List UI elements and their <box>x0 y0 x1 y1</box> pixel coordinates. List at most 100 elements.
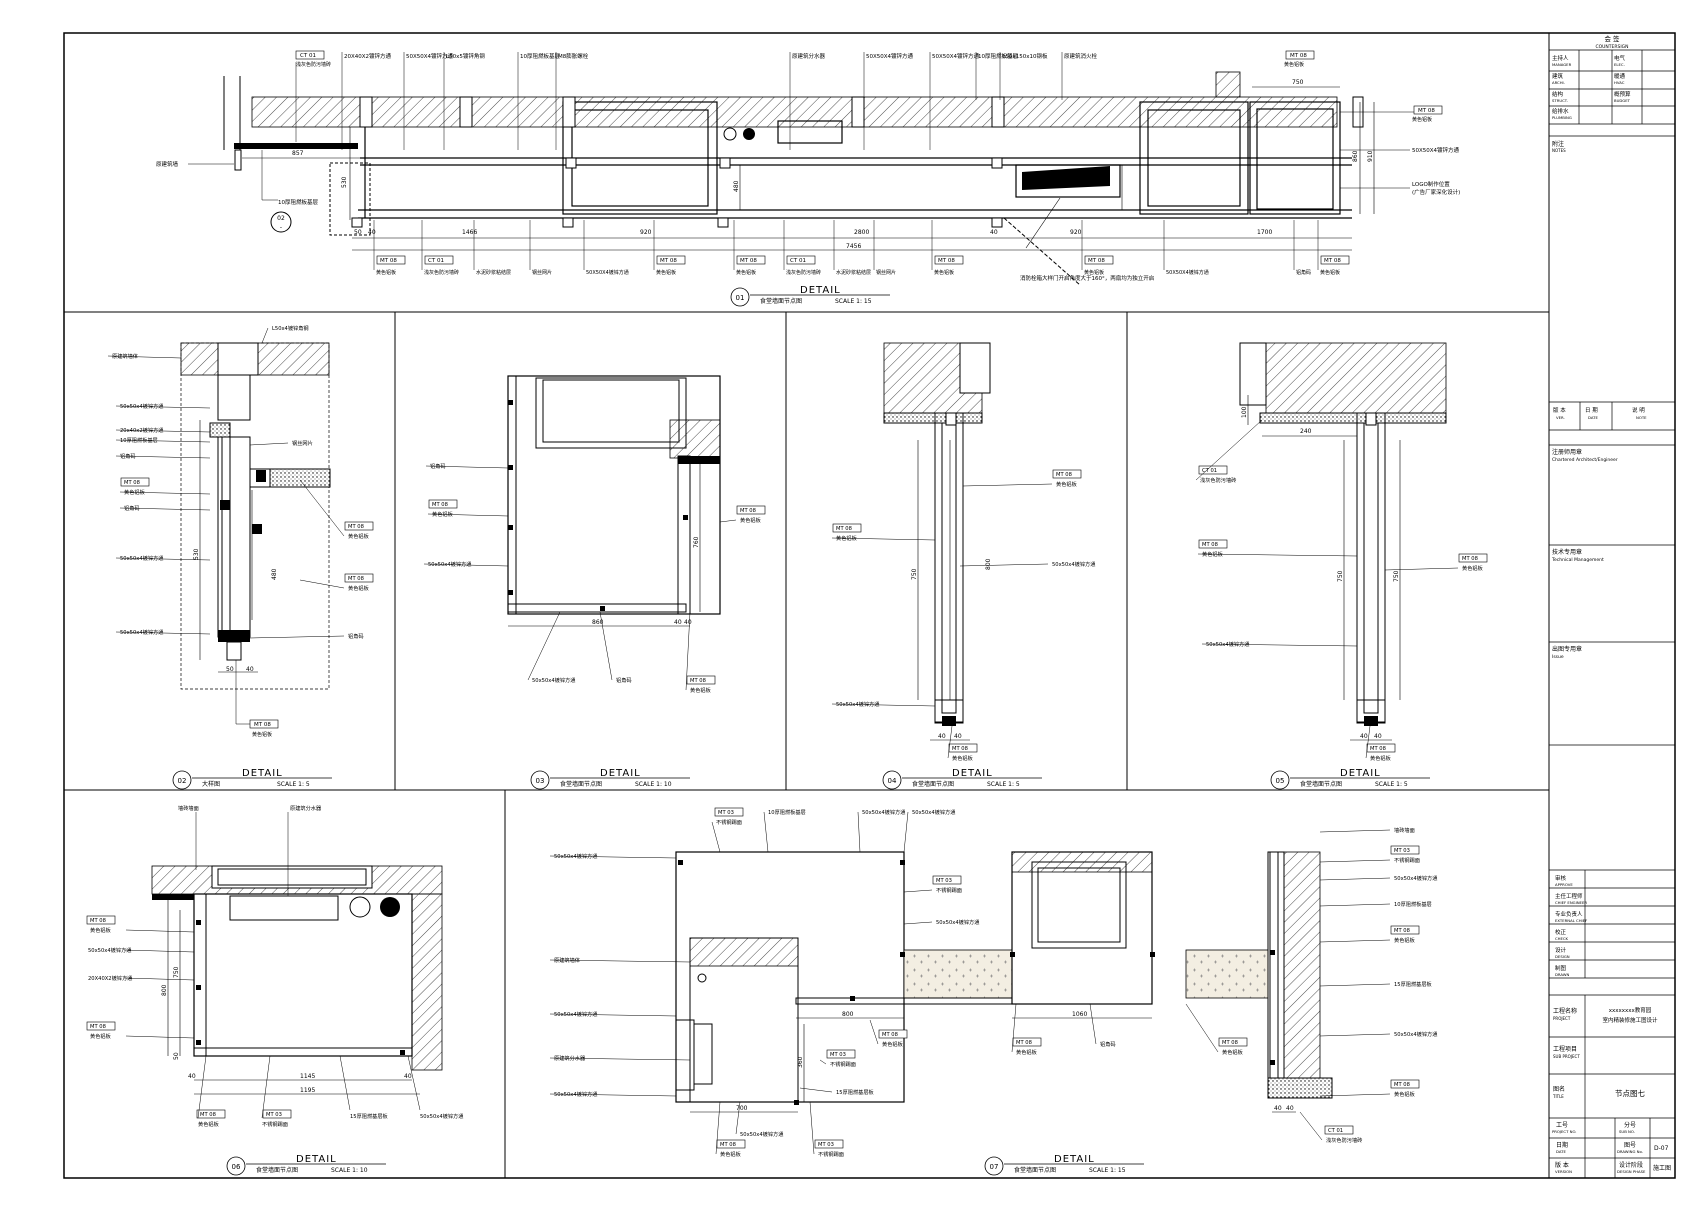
d01-wall-slab <box>251 96 1338 128</box>
drawing-label: APPROVE <box>1555 882 1573 887</box>
tag-mt08: MT 08 <box>1088 258 1105 264</box>
detail-02: 530 480 50 40 原建筑墙体50x50x4镀锌方通20x40x2镀锌方… <box>107 324 374 738</box>
svg-text:240: 240 <box>1300 428 1312 435</box>
drawing-label: 原建筑分水器 <box>290 804 322 812</box>
d01-tag-mt08-top: MT 08 黄色铝板 <box>1284 50 1315 68</box>
svg-text:10厚阻燃板基层: 10厚阻燃板基层 <box>278 198 318 206</box>
drawing-label: 50x50x4镀锌方通 <box>936 918 980 926</box>
drawing-label: CHIEF ENGINEER <box>1555 900 1587 905</box>
svg-text:SUB PROJECT: SUB PROJECT <box>1553 1054 1580 1059</box>
drawing-label: 制图 <box>1555 964 1567 972</box>
svg-text:Technical Management: Technical Management <box>1551 557 1604 563</box>
drawing-label: MT 08 <box>90 1024 106 1030</box>
svg-text:40: 40 <box>1274 1105 1282 1112</box>
title-block: 会 签 COUNTERSIGN 主持人MANAGER电气ELEC.建筑ARCHI… <box>1549 34 1675 1178</box>
svg-text:40: 40 <box>684 619 692 626</box>
svg-text:920: 920 <box>1070 229 1082 236</box>
drawing-label: MT 08 <box>1394 1082 1410 1088</box>
drawing-label: 大样图 <box>202 780 220 788</box>
drawing-label: 黄色铝板 <box>1394 1090 1416 1098</box>
sheet-border <box>63 32 1676 1179</box>
drawing-label: 暖通 <box>1614 72 1626 80</box>
drawing-label: SCALE 1: 10 <box>331 1167 368 1174</box>
svg-text:DATE: DATE <box>1588 415 1598 420</box>
svg-text:40: 40 <box>404 1073 412 1080</box>
svg-text:860: 860 <box>592 619 604 626</box>
svg-text:2800: 2800 <box>854 229 869 236</box>
drawing-label: 铝角码 <box>124 504 140 512</box>
drawing-label: SCALE 1: 5 <box>277 781 310 788</box>
drawing-label: 不锈钢踢面 <box>936 886 962 894</box>
drawing-label: 结构 <box>1552 90 1564 98</box>
svg-text:说 明: 说 明 <box>1632 406 1645 414</box>
tag-mt08: MT 08 <box>938 258 955 264</box>
svg-text:图号: 图号 <box>1624 1142 1636 1149</box>
drawing-label: 黄色铝板 <box>882 1040 904 1048</box>
drawing-label: 黄色铝板 <box>1056 480 1078 488</box>
svg-text:40: 40 <box>188 1073 196 1080</box>
svg-text:360: 360 <box>797 1056 804 1068</box>
drawing-label: ELEC. <box>1614 62 1625 67</box>
drawing-label: 20X40X2镀锌方通 <box>88 974 133 982</box>
drawing-label: DETAIL <box>1054 1154 1095 1165</box>
drawing-label: 黄色铝板 <box>1016 1048 1038 1056</box>
drawing-label: 黄色铝板 <box>1370 754 1392 762</box>
svg-text:920: 920 <box>640 229 652 236</box>
drawing-label: 不锈钢踢面 <box>262 1120 288 1128</box>
drawing-label: SCALE 1: 15 <box>835 298 872 305</box>
drawing-label: 浅灰色防污墙砖 <box>786 269 821 276</box>
drawing-label: EXTERNAL CHIEF <box>1555 918 1587 923</box>
svg-text:50: 50 <box>226 666 234 673</box>
drawing-label: DESIGN <box>1555 954 1570 959</box>
drawing-label: 50x50x4镀锌方通 <box>554 852 598 860</box>
tag-ct01: CT 01 <box>790 258 806 264</box>
drawing-label: 01 <box>736 294 745 302</box>
svg-text:480: 480 <box>271 568 278 580</box>
svg-text:黄色铝板: 黄色铝板 <box>1284 61 1304 68</box>
svg-text:1060: 1060 <box>1072 1011 1087 1018</box>
drawing-label: 50X50X4镀锌方通 <box>866 52 914 60</box>
drawing-label: SCALE 1: 5 <box>1375 781 1408 788</box>
drawing-label: 水泥砂浆粘结层 <box>476 269 511 276</box>
drawing-label: 10厚阻燃板基层 <box>1394 900 1432 908</box>
svg-text:480: 480 <box>733 180 740 192</box>
drawing-label: MT 08 <box>1202 542 1218 548</box>
drawing-label: MANAGER <box>1552 62 1572 67</box>
svg-text:100: 100 <box>1241 406 1248 418</box>
drawing-label: 04 <box>888 777 897 785</box>
drawing-label: 食堂墙面节点图 <box>912 780 954 788</box>
svg-text:750: 750 <box>1393 570 1400 582</box>
svg-text:Issue: Issue <box>1552 654 1564 660</box>
drawing-label: MT 08 <box>1394 928 1410 934</box>
svg-text:910: 910 <box>1367 150 1374 162</box>
drawing-label: SCALE 1: 10 <box>635 781 672 788</box>
drawing-label: 墙砖墙面 <box>1394 826 1415 834</box>
drawing-label: 钢丝网片 <box>292 439 313 447</box>
drawing-label: 专业负责人 <box>1555 910 1583 918</box>
drawing-label: DRAWN <box>1555 972 1570 977</box>
drawing-label: 15厚阻燃基层板 <box>1394 980 1433 988</box>
drawing-label: MT 08 <box>1056 472 1072 478</box>
drawing-label: 50x50x4镀锌方通 <box>428 560 472 568</box>
drawing-label: 50X50X4镀锌方通 <box>1166 269 1209 276</box>
drawing-label: 50x50x4镀锌方通 <box>836 700 880 708</box>
drawing-label: MT 08 <box>740 508 756 514</box>
svg-text:工号: 工号 <box>1556 1122 1568 1129</box>
drawing-label: 黄色铝板 <box>432 510 454 518</box>
drawing-label: 黄色铝板 <box>90 1032 112 1040</box>
drawing-label: 铝角码 <box>1296 269 1311 276</box>
svg-text:会 签: 会 签 <box>1604 34 1620 43</box>
svg-text:40: 40 <box>954 733 962 740</box>
svg-text:530: 530 <box>341 176 348 188</box>
svg-text:50: 50 <box>173 1052 180 1060</box>
drawing-label: 黄色铝板 <box>740 516 762 524</box>
drawing-label: PLUMBING <box>1552 115 1572 120</box>
drawing-label: DETAIL <box>952 768 993 779</box>
drawing-label: 不锈钢踢面 <box>818 1150 844 1158</box>
svg-text:1195: 1195 <box>300 1087 315 1094</box>
svg-text:800: 800 <box>161 984 168 996</box>
drawing-label: MT 08 <box>1222 1040 1238 1046</box>
